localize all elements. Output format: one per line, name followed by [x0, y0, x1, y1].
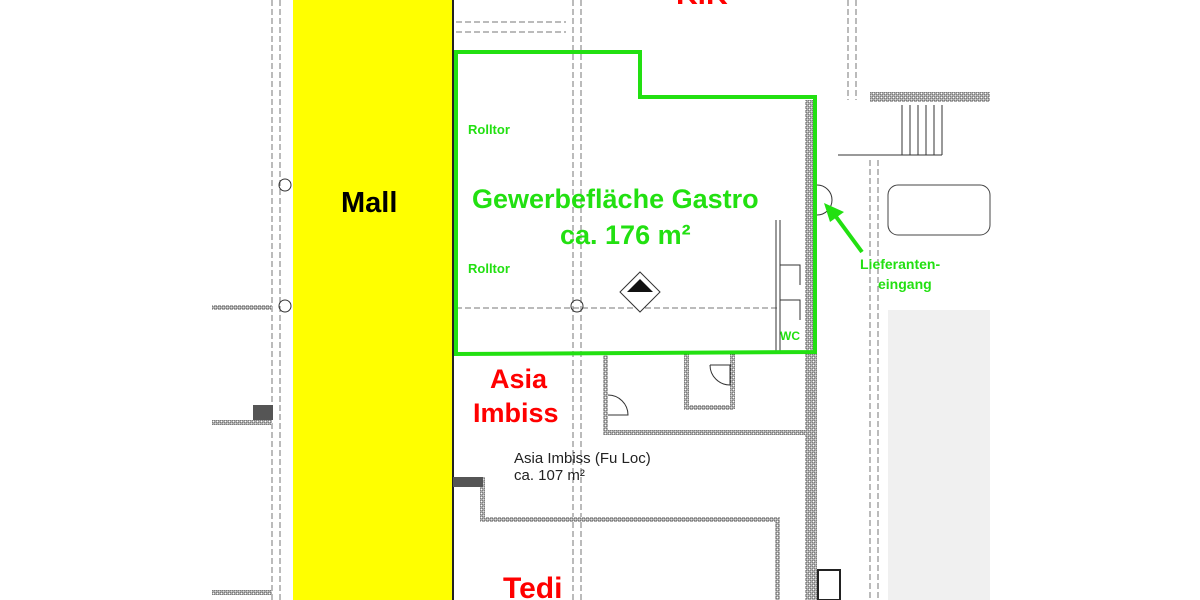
label-supplier-entrance-1: Lieferanten-	[860, 256, 941, 272]
ramp	[887, 184, 991, 236]
level-marker-icon	[619, 271, 661, 313]
interior-walls	[775, 220, 801, 352]
label-asia-1: Asia	[490, 364, 548, 394]
label-mall: Mall	[341, 187, 398, 219]
label-rolltor-2: Rolltor	[468, 261, 510, 276]
label-wc: WC	[780, 329, 800, 343]
unit-area: ca. 176 m²	[560, 220, 691, 250]
adjacent-area	[888, 310, 990, 600]
label-supplier-entrance-2: eingang	[878, 276, 932, 292]
grid-lines	[271, 0, 879, 600]
stairs	[838, 105, 943, 156]
column-markers	[278, 178, 584, 313]
asia-plan-name: Asia Imbiss (Fu Loc)	[514, 450, 651, 467]
asia-plan-area: ca. 107 m²	[514, 467, 585, 484]
label-asia-2: Imbiss	[473, 398, 559, 428]
label-tedi: Tedi	[503, 572, 563, 600]
mall-area	[293, 0, 452, 600]
label-rolltor-1: Rolltor	[468, 122, 510, 137]
label-kik: KiK	[676, 0, 728, 12]
asia-walls	[453, 354, 808, 600]
doors	[607, 184, 833, 416]
arrow-icon	[824, 203, 864, 254]
unit-title: Gewerbefläche Gastro	[472, 184, 759, 214]
unit-outline	[454, 50, 817, 357]
left-walls	[212, 305, 273, 595]
